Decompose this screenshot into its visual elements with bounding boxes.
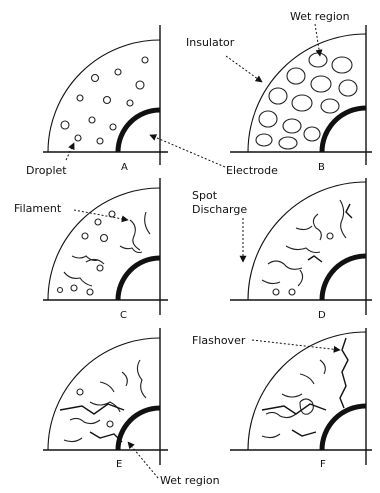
panel-c: C (43, 178, 168, 321)
panel-f-insulator-edge (248, 332, 366, 450)
wet-region-bottom-arrow (128, 442, 158, 478)
electrode-arrow (150, 135, 225, 167)
electrode-label: Electrode (226, 164, 278, 177)
panel-d-electrode (322, 256, 366, 300)
panel-e-discharge (60, 360, 146, 442)
panel-f: F (230, 328, 372, 470)
flashover-label: Flashover (192, 334, 246, 347)
spot-discharge-label-line1: Spot (192, 189, 218, 202)
panel-f-electrode (322, 406, 366, 450)
panel-d-letter: D (318, 310, 326, 321)
panel-b: B (230, 25, 372, 173)
panel-c-insulator-edge (48, 188, 160, 300)
wet-region-bottom-label: Wet region (160, 474, 220, 487)
panel-c-electrode (118, 258, 160, 300)
panel-d-spot-track (308, 256, 322, 262)
panel-c-letter: C (120, 310, 127, 321)
filament-label: Filament (14, 202, 62, 215)
flashover-arrow (252, 340, 340, 350)
panel-d: D (230, 178, 372, 321)
droplet-label: Droplet (26, 164, 67, 177)
panel-f-discharge (262, 338, 348, 438)
panel-a-electrode (118, 110, 160, 152)
insulator-label: Insulator (186, 36, 235, 49)
panel-a-insulator-edge (48, 40, 160, 152)
panel-e-letter: E (116, 459, 122, 470)
panel-b-letter: B (318, 162, 325, 173)
panel-e: E (43, 328, 168, 470)
wet-region-top-arrow (315, 24, 320, 56)
panel-a-letter: A (121, 162, 128, 173)
panel-b-electrode (322, 108, 366, 152)
panel-d-spot-track-2 (346, 204, 352, 218)
wet-region-top-label: Wet region (290, 10, 350, 23)
panel-a: A (43, 25, 168, 173)
panel-c-droplets-filaments (58, 211, 151, 295)
panel-b-droplets (256, 53, 357, 149)
insulator-arrow (226, 56, 262, 82)
panel-a-droplets (61, 57, 148, 144)
panel-f-letter: F (320, 459, 326, 470)
filament-arrow (74, 210, 128, 220)
panel-d-filaments (262, 200, 346, 295)
spot-discharge-label-line2: Discharge (192, 203, 247, 216)
panel-e-electrode (118, 408, 160, 450)
